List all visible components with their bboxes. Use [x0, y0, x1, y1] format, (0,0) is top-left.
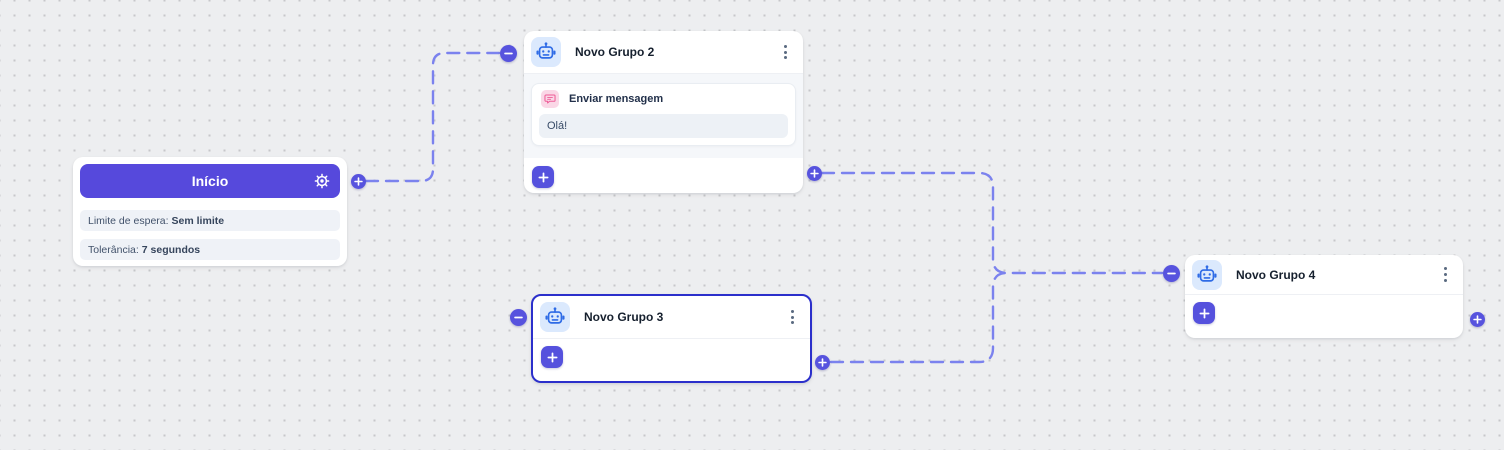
message-text-field[interactable]: Olá! — [539, 114, 788, 138]
wire-inicio-to-grupo2 — [364, 51, 501, 183]
node-header[interactable]: Novo Grupo 4 — [1185, 255, 1463, 295]
node-title: Novo Grupo 2 — [575, 45, 655, 59]
gear-icon[interactable] — [314, 173, 330, 189]
robot-icon — [1192, 259, 1222, 290]
node-grupo-3-selected[interactable]: Novo Grupo 3 — [531, 294, 812, 383]
inicio-setting-tolerance[interactable]: Tolerância: 7 segundos — [80, 239, 340, 260]
inicio-title: Início — [191, 173, 229, 189]
node-grupo-4[interactable]: Novo Grupo 4 — [1185, 255, 1463, 338]
kebab-menu-icon[interactable] — [780, 41, 791, 63]
node-header[interactable]: Novo Grupo 2 — [524, 31, 803, 74]
add-block-button[interactable] — [532, 166, 554, 188]
message-bubble-icon — [541, 90, 559, 108]
node-footer — [533, 339, 810, 375]
node-grupo-2[interactable]: Novo Grupo 2 Enviar mensagem Olá! — [524, 31, 803, 193]
node-footer — [524, 158, 803, 198]
setting-label: Tolerância: — [88, 243, 139, 256]
node-title: Novo Grupo 3 — [584, 310, 664, 324]
blocks-panel: Enviar mensagem Olá! — [524, 74, 803, 158]
setting-label: Limite de espera: — [88, 214, 169, 227]
block-header[interactable]: Enviar mensagem — [532, 84, 795, 114]
robot-icon — [531, 37, 561, 67]
grupo4-input-connector[interactable] — [1163, 265, 1180, 282]
node-header[interactable]: Novo Grupo 3 — [533, 296, 810, 339]
kebab-menu-icon[interactable] — [787, 306, 798, 328]
add-block-button[interactable] — [1193, 302, 1215, 324]
inicio-setting-wait-limit[interactable]: Limite de espera: Sem limite — [80, 210, 340, 231]
grupo2-input-connector[interactable] — [500, 45, 517, 62]
wire-grupo3-to-grupo4 — [829, 271, 1009, 364]
block-type-label: Enviar mensagem — [569, 93, 664, 105]
grupo2-output-connector[interactable] — [807, 166, 822, 181]
grupo3-input-connector[interactable] — [510, 309, 527, 326]
block-send-message[interactable]: Enviar mensagem Olá! — [531, 83, 796, 146]
wire-grupo2-to-grupo4 — [820, 171, 1164, 275]
grupo4-output-connector[interactable] — [1470, 312, 1485, 327]
inicio-header-button[interactable]: Início — [80, 164, 340, 198]
kebab-menu-icon[interactable] — [1440, 263, 1451, 285]
inicio-output-connector[interactable] — [351, 174, 366, 189]
node-footer — [1185, 295, 1463, 331]
robot-icon — [540, 302, 570, 332]
grupo3-output-connector[interactable] — [815, 355, 830, 370]
add-block-button[interactable] — [541, 346, 563, 368]
setting-value: 7 segundos — [141, 243, 201, 256]
setting-value: Sem limite — [171, 214, 225, 227]
node-title: Novo Grupo 4 — [1236, 267, 1316, 282]
node-inicio[interactable]: Início Limite de espera: Sem limite — [73, 157, 347, 266]
